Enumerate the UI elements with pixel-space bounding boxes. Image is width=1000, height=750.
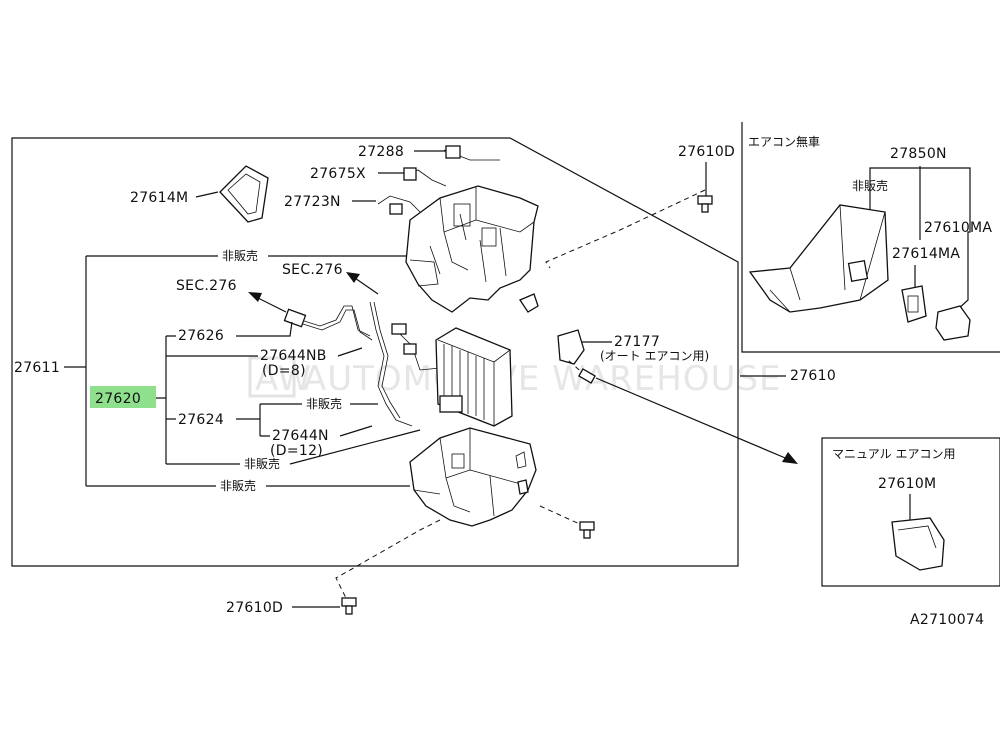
watermark-badge: AW — [255, 359, 312, 399]
label-27610: 27610 — [790, 368, 836, 384]
clip-icon — [519, 293, 539, 313]
duct-part — [748, 204, 889, 313]
label-sec276-a: SEC.276 — [176, 278, 237, 294]
watermark: AW AUTOMOTIVE WAREHOUSE — [248, 356, 782, 399]
arrow-sec276-a-icon — [248, 292, 287, 313]
screw-low-icon — [579, 521, 595, 539]
label-27614m: 27614M — [130, 190, 188, 206]
pipe-low — [369, 301, 413, 427]
watermark-text: AUTOMOTIVE WAREHOUSE — [303, 359, 782, 399]
label-hibaibai-low: 非販売 — [244, 456, 280, 471]
inset-manual: マニュアル エアコン用 27610M — [821, 437, 1000, 587]
gasket-27614ma — [901, 285, 927, 323]
arrow-sec276-b-icon — [346, 272, 379, 295]
sensor-27723n — [377, 195, 421, 213]
resistor-27610ma — [935, 305, 971, 341]
label-d12: (D=12) — [270, 443, 323, 459]
arrow-27610-icon — [595, 377, 798, 464]
inset-no-ac-frame — [741, 122, 1000, 353]
upper-case — [405, 185, 539, 313]
inset-manual-title: マニュアル エアコン用 — [832, 447, 955, 461]
label-27620[interactable]: 27620 — [95, 391, 141, 407]
label-hibaibai-mid: 非販売 — [306, 396, 342, 411]
pipe-27626 — [287, 305, 371, 337]
inset-no-ac: エアコン無車 27850N 非販売 27610MA 27614MA — [741, 122, 1000, 353]
label-27626: 27626 — [178, 328, 224, 344]
label-27177: 27177 — [614, 334, 660, 350]
label-27614ma: 27614MA — [892, 246, 960, 262]
label-27624: 27624 — [178, 412, 224, 428]
inset-no-ac-title: エアコン無車 — [748, 134, 820, 149]
label-27610ma: 27610MA — [924, 220, 992, 236]
watermark-badge-frame — [248, 356, 296, 398]
gasket-27614m — [219, 165, 269, 223]
highlight-27620 — [90, 386, 156, 408]
label-hibaibai-top: 非販売 — [222, 248, 258, 263]
sensor-27177 — [557, 329, 585, 365]
screw-mid-icon — [578, 368, 596, 384]
label-27611: 27611 — [14, 360, 60, 376]
resistor-27610m — [891, 517, 945, 571]
label-27610d-bottom: 27610D — [226, 600, 283, 616]
label-sec276-b: SEC.276 — [282, 262, 343, 278]
label-27644n: 27644N — [272, 428, 329, 444]
label-27723n: 27723N — [284, 194, 341, 210]
label-auto-ac: (オート エアコン用) — [600, 349, 709, 363]
lower-case — [409, 427, 537, 527]
screw-bottom-icon — [341, 597, 357, 615]
label-27644nb: 27644NB — [260, 348, 327, 364]
label-hibaibai-bottom: 非販売 — [220, 478, 256, 493]
main-frame — [11, 137, 739, 567]
diagram-id: A2710074 — [910, 612, 984, 628]
inset-manual-frame — [821, 437, 1000, 587]
label-27288: 27288 — [358, 144, 404, 160]
screw-top-icon — [697, 195, 713, 213]
label-27675x: 27675X — [310, 166, 366, 182]
label-27850n: 27850N — [890, 146, 947, 162]
label-27610d-top: 27610D — [678, 144, 735, 160]
label-27610m: 27610M — [878, 476, 936, 492]
label-d8: (D=8) — [262, 363, 306, 379]
expansion-valve — [439, 395, 463, 413]
